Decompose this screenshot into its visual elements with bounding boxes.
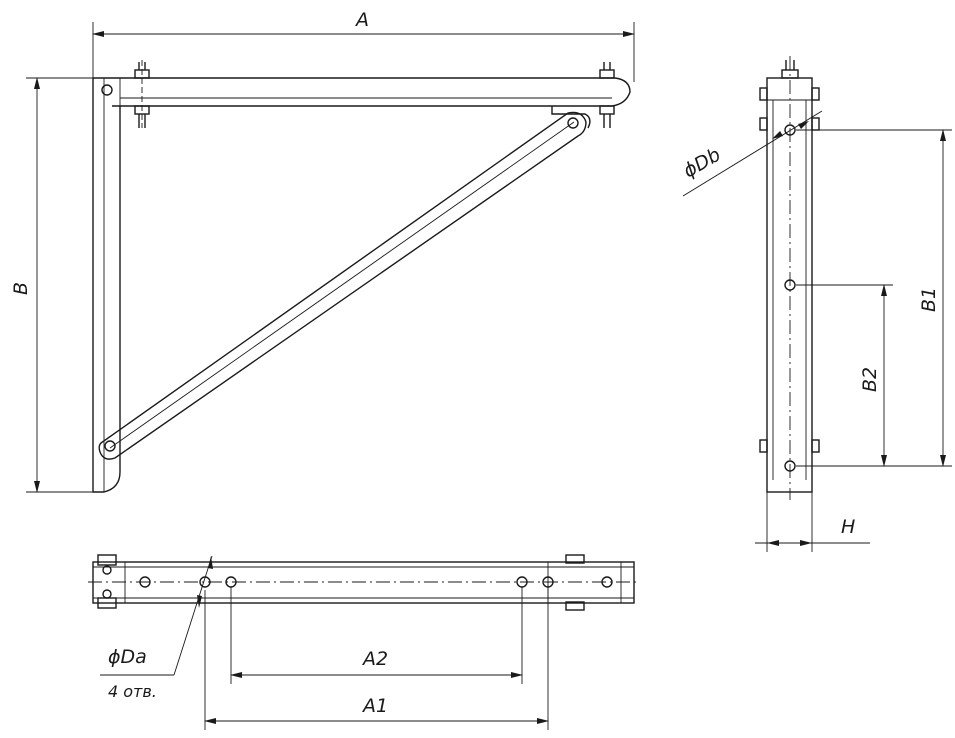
post-top-hole bbox=[101, 84, 113, 96]
top-hole-1 bbox=[139, 576, 151, 588]
dimension-a: A bbox=[92, 9, 635, 82]
dimension-b1: B1 bbox=[796, 129, 952, 467]
side-hole-bottom bbox=[784, 460, 796, 472]
dimension-a2: A2 bbox=[230, 587, 523, 684]
side-view bbox=[759, 56, 820, 500]
strut-upper-pin-hole bbox=[567, 117, 579, 129]
dimension-b2: B2 bbox=[796, 284, 893, 467]
label-holes-count: 4 отв. bbox=[108, 682, 157, 701]
label-a1: A1 bbox=[361, 695, 388, 717]
dimension-h: H bbox=[755, 492, 870, 552]
top-view bbox=[88, 554, 640, 611]
vertical-post bbox=[92, 78, 121, 493]
arm-bolt-left bbox=[134, 60, 150, 128]
label-da: ϕDa bbox=[108, 646, 147, 668]
top-hole-6 bbox=[601, 576, 613, 588]
side-hole-top bbox=[784, 124, 796, 136]
label-a: A bbox=[354, 9, 369, 31]
label-a2: A2 bbox=[361, 648, 388, 670]
top-arm bbox=[93, 77, 631, 107]
leader-db: ϕDb bbox=[680, 110, 823, 197]
arm-bolt-right bbox=[599, 62, 615, 128]
label-b: B bbox=[10, 282, 32, 295]
top-view-left-bolts bbox=[97, 554, 117, 609]
strut-lower-pin-hole bbox=[104, 440, 116, 452]
side-top-bolt bbox=[781, 60, 799, 79]
label-b2: B2 bbox=[859, 367, 881, 392]
dimension-b: B bbox=[10, 77, 93, 493]
label-db: ϕDb bbox=[680, 144, 725, 183]
diagonal-strut bbox=[98, 111, 587, 460]
side-hole-middle bbox=[784, 279, 796, 291]
top-view-right-clamp bbox=[565, 554, 585, 611]
dimension-a1: A1 bbox=[204, 587, 549, 730]
top-view-outline bbox=[92, 561, 635, 604]
leader-da: ϕDa 4 отв. bbox=[100, 555, 213, 701]
label-b1: B1 bbox=[918, 287, 940, 312]
label-h: H bbox=[841, 516, 855, 538]
front-view bbox=[92, 60, 631, 493]
